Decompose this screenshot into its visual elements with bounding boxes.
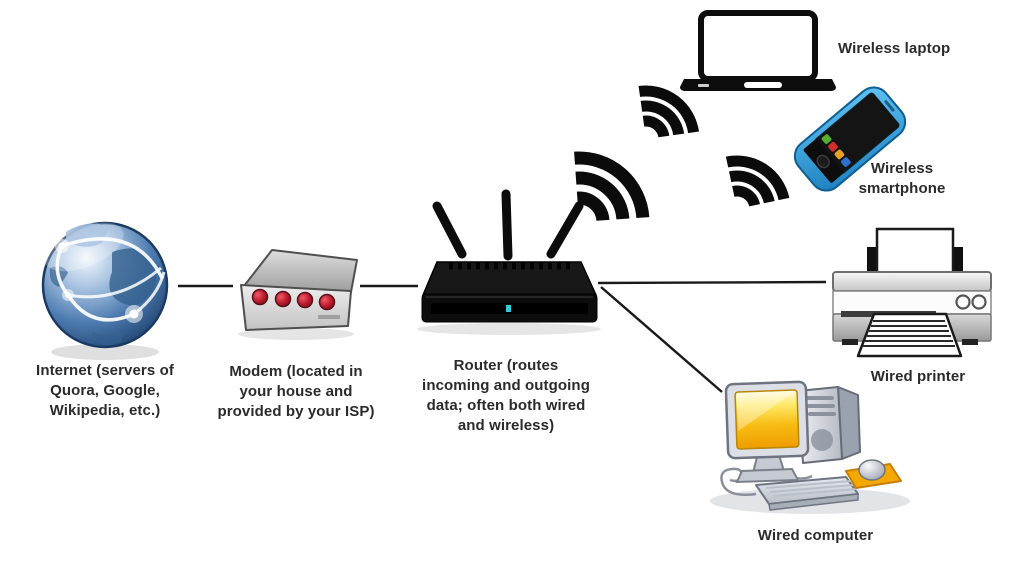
phone-app-icon — [834, 149, 845, 160]
modem-led — [274, 290, 292, 308]
connection-line-router-computer — [600, 286, 723, 393]
phone-app-icon — [841, 157, 851, 167]
router-icon — [417, 189, 601, 335]
modem-led — [318, 293, 336, 311]
printer-button — [971, 294, 987, 310]
wireless-smartphone-label: Wireless smartphone — [858, 160, 946, 197]
computer-monitor — [724, 380, 810, 460]
wifi-signal-icon — [574, 151, 650, 222]
wired-computer-icon — [710, 380, 910, 514]
wired-printer-label: Wired printer — [870, 368, 966, 385]
wired-computer-label: Wired computer — [757, 527, 874, 544]
wifi-signal-icon — [638, 85, 699, 138]
router-led — [506, 305, 511, 312]
router-antenna — [546, 201, 584, 259]
wifi-signal-icon — [725, 155, 790, 207]
modem-led — [251, 288, 269, 306]
router-antenna — [501, 189, 513, 261]
wireless-laptop-label: Wireless laptop — [838, 40, 951, 57]
internet-globe-icon — [41, 221, 169, 360]
phone-app-icon — [828, 141, 838, 152]
connection-lines — [178, 280, 827, 393]
computer-mouse — [858, 459, 886, 481]
router-antenna — [432, 201, 467, 259]
phone-app-icon — [821, 134, 832, 144]
modem-led — [296, 291, 314, 309]
phone-home-button — [816, 154, 830, 169]
connection-line-router-printer — [597, 280, 827, 285]
router-label: Router (routes incoming and outgoing dat… — [422, 357, 590, 434]
wireless-laptop-icon — [680, 10, 836, 91]
modem-label: Modem (located in your house and provide… — [217, 363, 375, 420]
modem-icon — [238, 249, 358, 340]
wireless-smartphone-icon — [793, 86, 907, 192]
internet-label: Internet (servers of Quora, Google, Wiki… — [36, 362, 174, 419]
wired-printer-icon — [832, 227, 992, 358]
printer-button — [955, 294, 971, 310]
